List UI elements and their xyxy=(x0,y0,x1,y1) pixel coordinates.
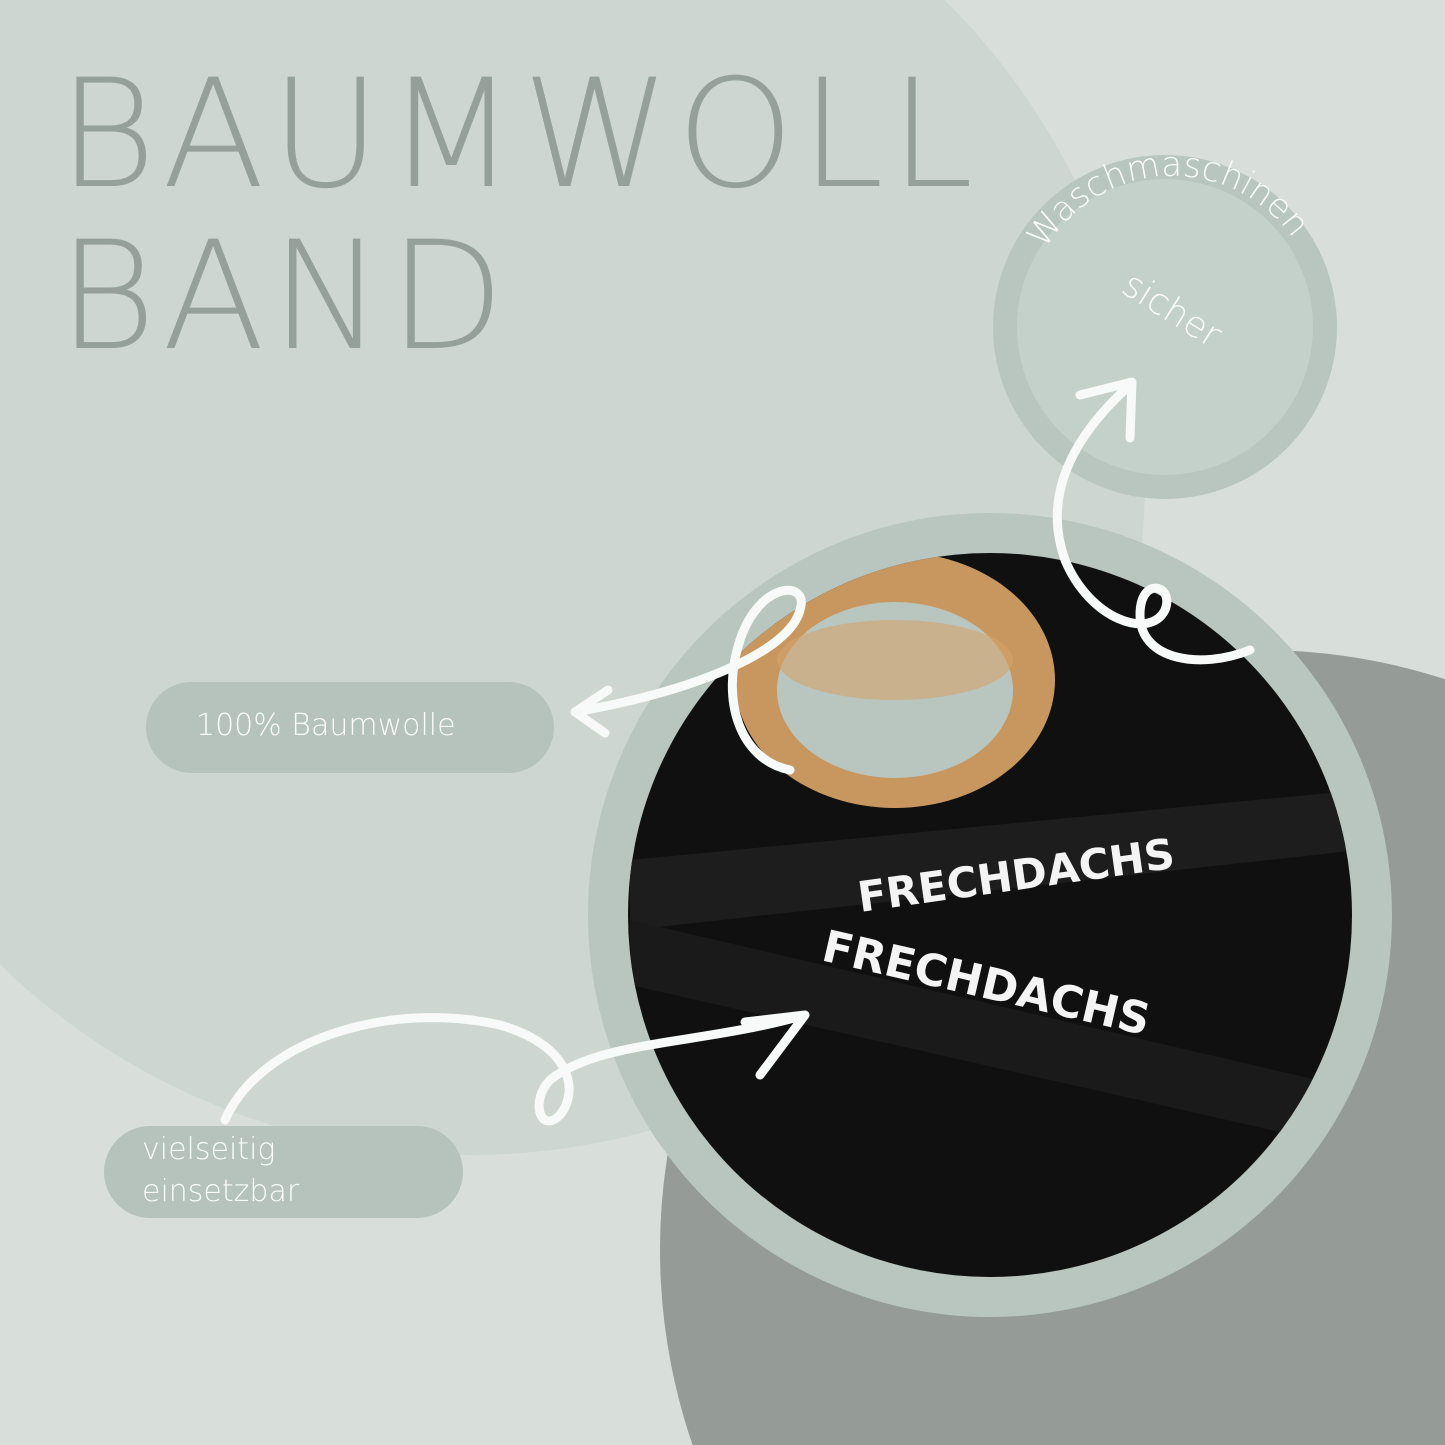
title-line-1: BAUMWOLL xyxy=(58,48,980,222)
product-photo: FRECHDACHS FRECHDACHS xyxy=(628,553,1352,1277)
arrow-to-cotton xyxy=(570,585,806,775)
callout-versatile-line2: einsetzbar xyxy=(142,1174,300,1209)
callout-cotton-text: 100% Baumwolle xyxy=(196,708,456,743)
title-line-2: BAND xyxy=(58,210,511,384)
washable-badge xyxy=(1017,179,1313,475)
arrow-to-band xyxy=(220,1010,810,1126)
callout-versatile-line1: vielseitig xyxy=(142,1132,276,1167)
callout-versatile: vielseitig einsetzbar xyxy=(104,1126,463,1218)
callout-cotton: 100% Baumwolle xyxy=(146,682,554,773)
arrow-to-badge xyxy=(1052,377,1255,665)
